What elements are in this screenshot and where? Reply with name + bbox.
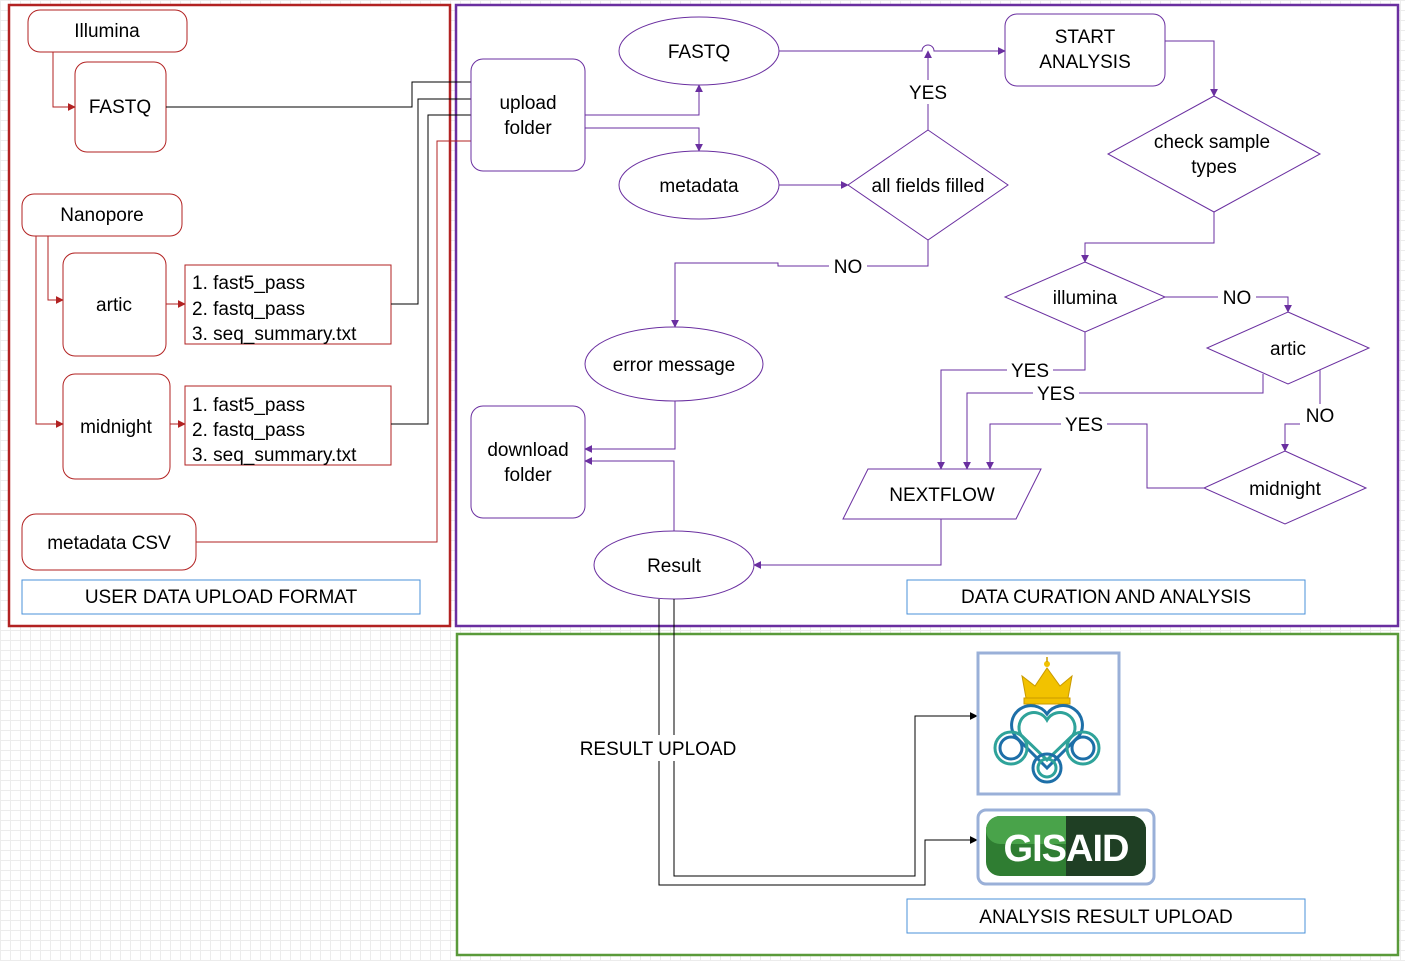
artic-decision <box>1205 311 1371 385</box>
result-label: Result <box>647 556 702 577</box>
artic-file-1: 1. fast5_pass <box>192 273 305 294</box>
nextflow-to-result-arrow <box>753 519 942 569</box>
nextflow-node <box>842 468 1042 520</box>
start-analysis-node <box>1004 13 1166 87</box>
illumina-to-fastq-arrow <box>52 52 76 111</box>
result-caption: ANALYSIS RESULT UPLOAD <box>979 907 1232 928</box>
edge-labels: YES NO NO NO YES YES YES <box>829 80 1340 436</box>
nanopore-node <box>21 193 183 237</box>
midnight-file-2: 2. fastq_pass <box>192 420 305 441</box>
result-caption-box <box>906 898 1306 934</box>
yes-label-all-fields: YES <box>909 83 947 104</box>
artic-files-to-upload-line <box>391 98 471 305</box>
yes-label-midnight: YES <box>1065 415 1103 436</box>
fastq-to-upload-line <box>166 81 471 108</box>
illumina-node <box>27 9 188 53</box>
check-types-to-illumina-arrow <box>1081 212 1215 263</box>
midnight-files-to-upload-line <box>391 114 471 425</box>
result-to-download-arrow <box>584 457 675 531</box>
start-to-check-types-arrow <box>1165 40 1218 97</box>
public-health-agency-logo <box>976 651 1121 796</box>
artic-yes-arrow <box>963 374 1264 470</box>
gisaid-logo-text: GISAID <box>1004 828 1129 870</box>
illumina-label: Illumina <box>74 21 140 42</box>
midnight-decision <box>1202 450 1368 525</box>
all-fields-no-arrow <box>671 240 929 328</box>
gisaid-logo: GISAID <box>976 808 1156 886</box>
artic-file-3: 3. seq_summary.txt <box>192 324 357 345</box>
artic-decision-label: artic <box>1270 339 1306 360</box>
no-label-illumina: NO <box>1223 288 1252 309</box>
nanopore-label: Nanopore <box>60 205 143 226</box>
upload-folder-line1: upload <box>499 93 556 114</box>
fastq-to-start-analysis-arrow <box>779 44 1006 55</box>
nanopore-to-midnight-arrow <box>35 236 64 428</box>
all-fields-filled-label: all fields filled <box>872 176 985 197</box>
no-label-all-fields: NO <box>834 257 863 278</box>
analysis-panel <box>454 3 1400 628</box>
artic-file-2: 2. fastq_pass <box>192 299 305 320</box>
midnight-files-box <box>184 385 392 466</box>
midnight-file-1: 1. fast5_pass <box>192 395 305 416</box>
error-message-label: error message <box>613 355 736 376</box>
midnight-decision-label: midnight <box>1249 479 1322 500</box>
download-folder-line2: folder <box>504 465 552 486</box>
analysis-caption: DATA CURATION AND ANALYSIS <box>961 587 1251 608</box>
upload-caption-box <box>21 579 421 615</box>
error-to-download-arrow <box>584 401 676 453</box>
metadata-csv-to-upload-line <box>196 140 471 543</box>
upload-to-fastq-arrow <box>585 84 703 116</box>
midnight-left-label: midnight <box>80 417 153 438</box>
no-label-artic: NO <box>1306 406 1335 427</box>
artic-files-box <box>184 264 392 345</box>
fastq-left-label: FASTQ <box>89 97 151 118</box>
download-folder-line1: download <box>487 440 568 461</box>
nanopore-to-artic-arrow <box>47 236 64 304</box>
result-upload-label-bg <box>568 735 748 761</box>
check-sample-types-line1: check sample <box>1154 132 1270 153</box>
knot-icon <box>993 704 1101 784</box>
midnight-yes-arrow <box>986 423 1204 489</box>
result-to-health-agency-arrow <box>673 599 978 877</box>
upload-to-metadata-arrow <box>585 127 703 152</box>
yes-label-artic: YES <box>1037 384 1075 405</box>
metadata-csv-label: metadata CSV <box>47 533 171 554</box>
result-to-gisaid-arrow <box>658 599 978 886</box>
artic-left-label: artic <box>96 295 132 316</box>
midnight-file-3: 3. seq_summary.txt <box>192 445 357 466</box>
illumina-no-arrow <box>1165 296 1292 313</box>
check-sample-types-line2: types <box>1191 157 1236 178</box>
start-analysis-line2: ANALYSIS <box>1039 52 1131 73</box>
metadata-label: metadata <box>659 176 739 197</box>
yes-label-illumina: YES <box>1011 361 1049 382</box>
upload-folder-node <box>470 58 586 172</box>
upload-folder-line2: folder <box>504 118 552 139</box>
upload-caption: USER DATA UPLOAD FORMAT <box>85 587 358 608</box>
nextflow-label: NEXTFLOW <box>889 485 995 506</box>
illumina-decision-label: illumina <box>1053 288 1118 309</box>
download-folder-node <box>470 405 586 519</box>
fastq-flow-label: FASTQ <box>668 42 730 63</box>
crown-icon <box>1021 657 1073 705</box>
result-upload-label: RESULT UPLOAD <box>580 739 737 760</box>
start-analysis-line1: START <box>1055 27 1116 48</box>
analysis-caption-box <box>906 579 1306 615</box>
